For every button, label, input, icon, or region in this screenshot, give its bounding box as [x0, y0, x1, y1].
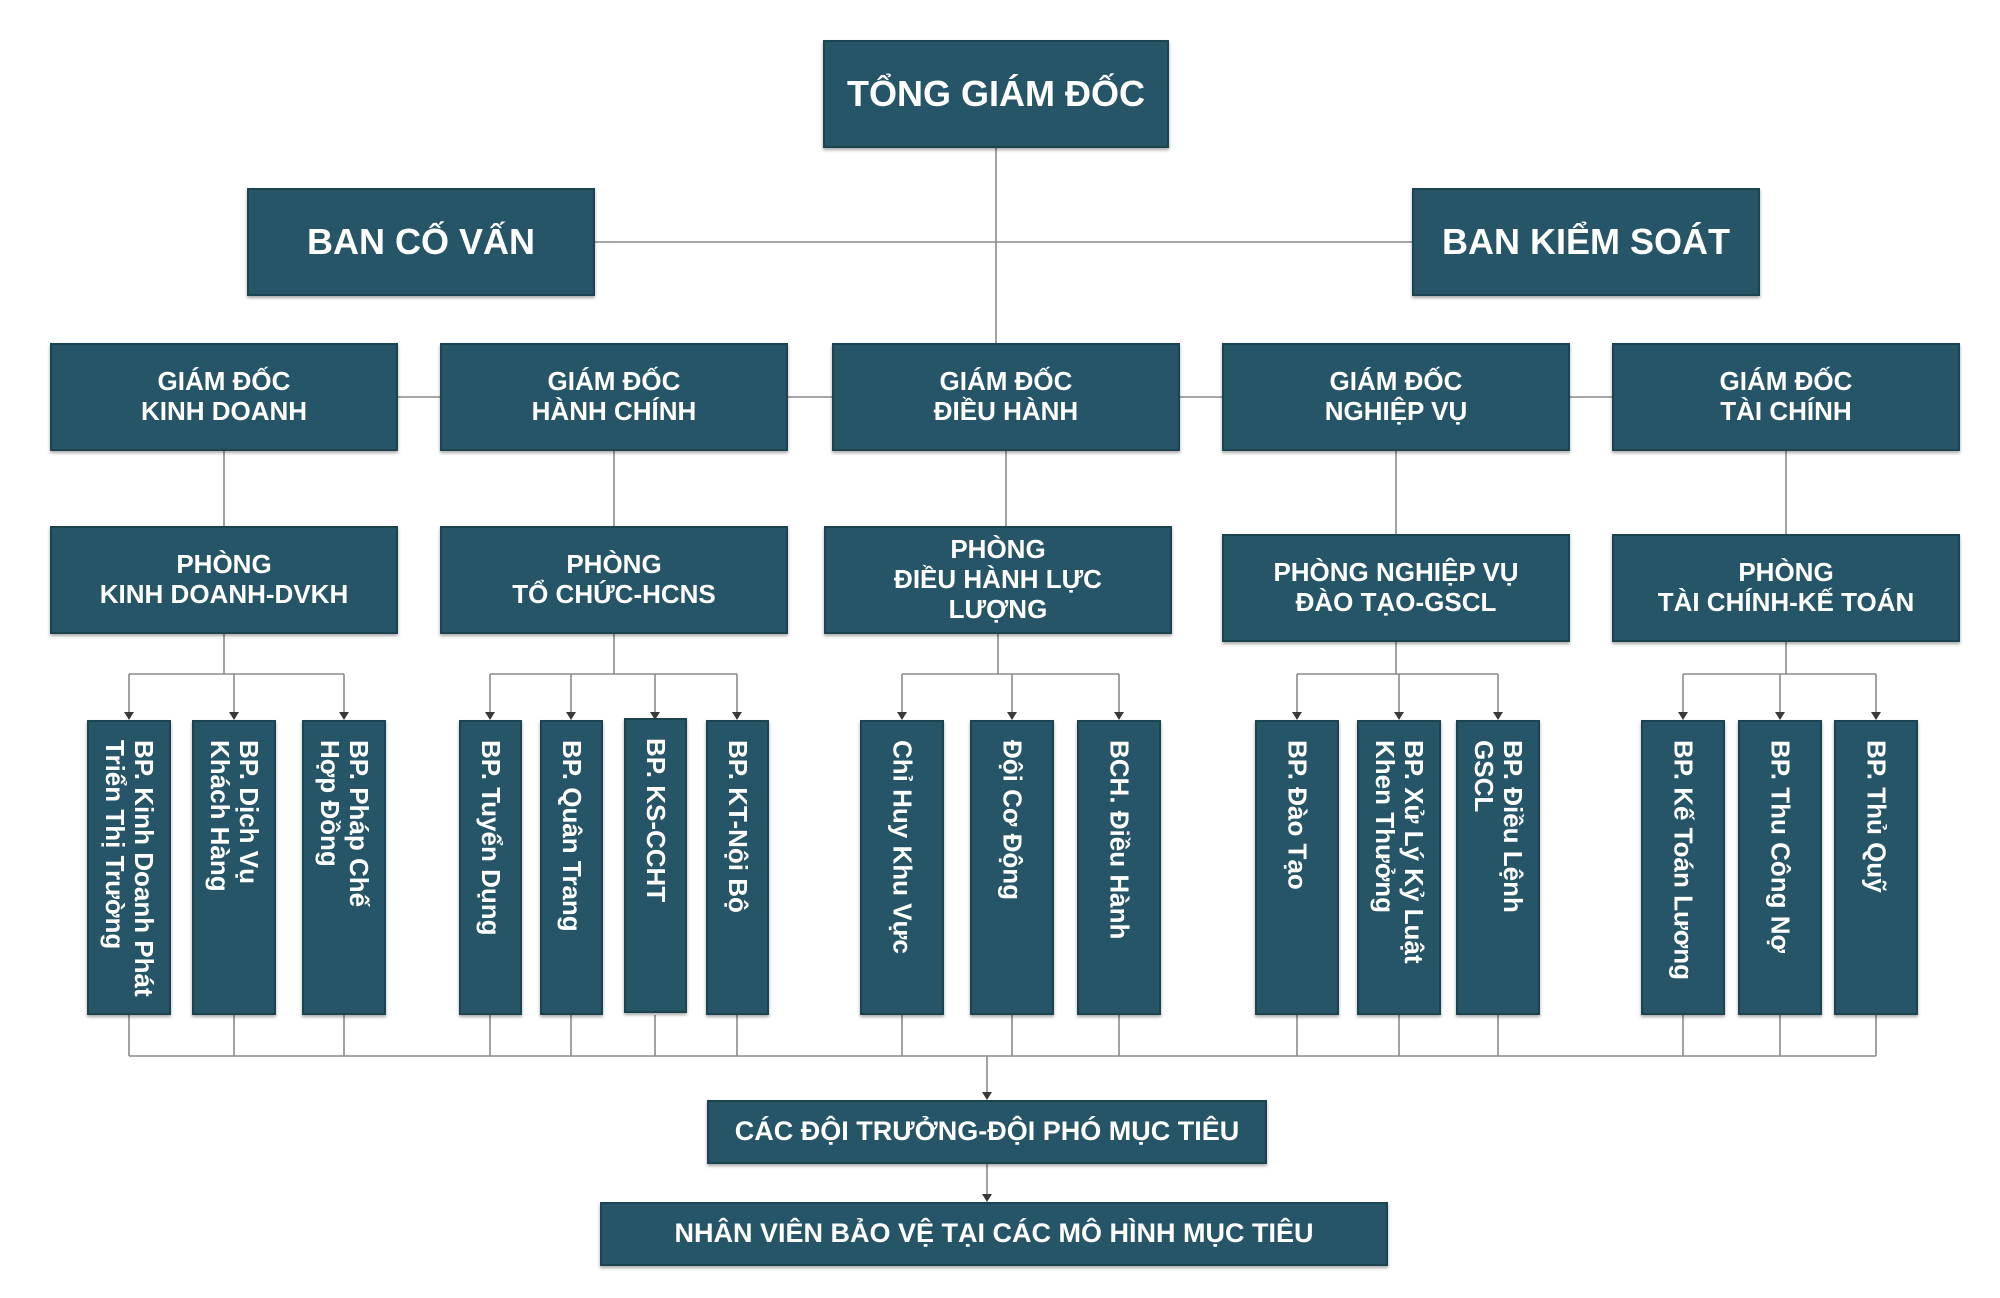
arrow-head: [897, 712, 907, 720]
arrow-head: [1775, 712, 1785, 720]
dept-sales-label: PHÒNG KINH DOANH-DVKH: [99, 549, 349, 609]
supervisory-board-label: BAN KIỂM SOÁT: [1442, 220, 1730, 262]
unit-treasury-box: BP. Thủ Quỹ: [1834, 720, 1918, 1015]
unit-ks-ccht-label: BP. KS-CCHT: [641, 738, 672, 903]
director-operations-label: GIÁM ĐỐC ĐIỀU HÀNH: [933, 366, 1079, 426]
supervisory-board-box: BAN KIỂM SOÁT: [1412, 188, 1760, 296]
arrow-head: [1871, 712, 1881, 720]
unit-treasury-label: BP. Thủ Quỹ: [1861, 740, 1892, 893]
dept-operations-label: PHÒNG ĐIỀU HÀNH LỰC LƯỢNG: [894, 534, 1102, 624]
unit-ks-ccht-box: BP. KS-CCHT: [624, 718, 687, 1013]
unit-market-dev-box: BP. Kinh Doanh Phát Triển Thị Trường: [87, 720, 171, 1015]
director-professional-box: GIÁM ĐỐC NGHIỆP VỤ: [1222, 343, 1570, 451]
ceo-label: TỔNG GIÁM ĐỐC: [847, 72, 1145, 114]
arrow-head: [650, 712, 660, 720]
director-sales-box: GIÁM ĐỐC KINH DOANH: [50, 343, 398, 451]
dept-hr-label: PHÒNG TỔ CHỨC-HCNS: [512, 549, 716, 609]
unit-operations-command-box: BCH. Điều Hành: [1077, 720, 1161, 1015]
unit-recruitment-box: BP. Tuyển Dụng: [459, 720, 522, 1015]
unit-discipline-rewards-label: BP. Xử Lý Kỷ Luật Khen Thưởng: [1370, 740, 1430, 964]
director-sales-label: GIÁM ĐỐC KINH DOANH: [140, 366, 308, 426]
unit-customer-service-label: BP. Dịch Vụ Khách Hàng: [205, 740, 265, 892]
dept-training-label: PHÒNG NGHIỆP VỤ ĐÀO TẠO-GSCL: [1273, 557, 1519, 617]
arrow-head: [1493, 712, 1503, 720]
director-operations-box: GIÁM ĐỐC ĐIỀU HÀNH: [832, 343, 1180, 451]
arrow-head: [1292, 712, 1302, 720]
arrow-head: [1678, 712, 1688, 720]
arrow-head: [339, 712, 349, 720]
unit-mobile-team-box: Đội Cơ Động: [970, 720, 1054, 1015]
unit-uniforms-label: BP. Quân Trang: [557, 740, 588, 932]
unit-payroll-accounting-label: BP. Kế Toán Lương: [1668, 740, 1699, 981]
arrow-head: [1007, 712, 1017, 720]
arrow-head: [982, 1194, 992, 1202]
team-leaders-box: CÁC ĐỘI TRƯỞNG-ĐỘI PHÓ MỤC TIÊU: [707, 1100, 1267, 1164]
unit-uniforms-box: BP. Quân Trang: [540, 720, 603, 1015]
unit-training-box: BP. Đào Tạo: [1255, 720, 1339, 1015]
unit-debt-collection-box: BP. Thu Công Nợ: [1738, 720, 1822, 1015]
unit-legal-contracts-box: BP. Pháp Chế Hợp Đồng: [302, 720, 386, 1015]
unit-area-command-label: Chỉ Huy Khu Vực: [887, 740, 918, 954]
arrow-head: [732, 712, 742, 720]
unit-customer-service-box: BP. Dịch Vụ Khách Hàng: [192, 720, 276, 1015]
director-admin-label: GIÁM ĐỐC HÀNH CHÍNH: [531, 366, 697, 426]
dept-sales-box: PHÒNG KINH DOANH-DVKH: [50, 526, 398, 634]
dept-operations-box: PHÒNG ĐIỀU HÀNH LỰC LƯỢNG: [824, 526, 1172, 634]
unit-operations-command-label: BCH. Điều Hành: [1104, 740, 1135, 940]
ceo-box: TỔNG GIÁM ĐỐC: [823, 40, 1169, 148]
unit-debt-collection-label: BP. Thu Công Nợ: [1765, 740, 1796, 953]
unit-regulations-gscl-label: BP. Điều Lệnh GSCL: [1469, 740, 1529, 913]
arrow-head: [124, 712, 134, 720]
arrow-head: [229, 712, 239, 720]
arrow-head: [566, 712, 576, 720]
arrow-head: [1394, 712, 1404, 720]
director-professional-label: GIÁM ĐỐC NGHIỆP VỤ: [1324, 366, 1468, 426]
arrow-head: [485, 712, 495, 720]
dept-finance-box: PHÒNG TÀI CHÍNH-KẾ TOÁN: [1612, 534, 1960, 642]
unit-legal-contracts-label: BP. Pháp Chế Hợp Đồng: [315, 740, 375, 908]
unit-training-label: BP. Đào Tạo: [1282, 740, 1313, 890]
unit-mobile-team-label: Đội Cơ Động: [997, 740, 1028, 901]
unit-recruitment-label: BP. Tuyển Dụng: [476, 740, 507, 936]
unit-payroll-accounting-box: BP. Kế Toán Lương: [1641, 720, 1725, 1015]
team-leaders-label: CÁC ĐỘI TRƯỞNG-ĐỘI PHÓ MỤC TIÊU: [734, 1116, 1240, 1147]
security-staff-label: NHÂN VIÊN BẢO VỆ TẠI CÁC MÔ HÌNH MỤC TIÊ…: [674, 1218, 1314, 1249]
dept-hr-box: PHÒNG TỔ CHỨC-HCNS: [440, 526, 788, 634]
unit-internal-audit-box: BP. KT-Nội Bộ: [706, 720, 769, 1015]
dept-finance-label: PHÒNG TÀI CHÍNH-KẾ TOÁN: [1657, 557, 1915, 617]
unit-regulations-gscl-box: BP. Điều Lệnh GSCL: [1456, 720, 1540, 1015]
unit-discipline-rewards-box: BP. Xử Lý Kỷ Luật Khen Thưởng: [1357, 720, 1441, 1015]
dept-training-box: PHÒNG NGHIỆP VỤ ĐÀO TẠO-GSCL: [1222, 534, 1570, 642]
advisory-board-label: BAN CỐ VẤN: [306, 220, 535, 262]
director-admin-box: GIÁM ĐỐC HÀNH CHÍNH: [440, 343, 788, 451]
unit-market-dev-label: BP. Kinh Doanh Phát Triển Thị Trường: [100, 740, 160, 997]
director-finance-label: GIÁM ĐỐC TÀI CHÍNH: [1719, 366, 1853, 426]
unit-area-command-box: Chỉ Huy Khu Vực: [860, 720, 944, 1015]
arrow-head: [982, 1092, 992, 1100]
unit-internal-audit-label: BP. KT-Nội Bộ: [723, 740, 754, 913]
arrow-head: [1114, 712, 1124, 720]
director-finance-box: GIÁM ĐỐC TÀI CHÍNH: [1612, 343, 1960, 451]
advisory-board-box: BAN CỐ VẤN: [247, 188, 595, 296]
security-staff-box: NHÂN VIÊN BẢO VỆ TẠI CÁC MÔ HÌNH MỤC TIÊ…: [600, 1202, 1388, 1266]
